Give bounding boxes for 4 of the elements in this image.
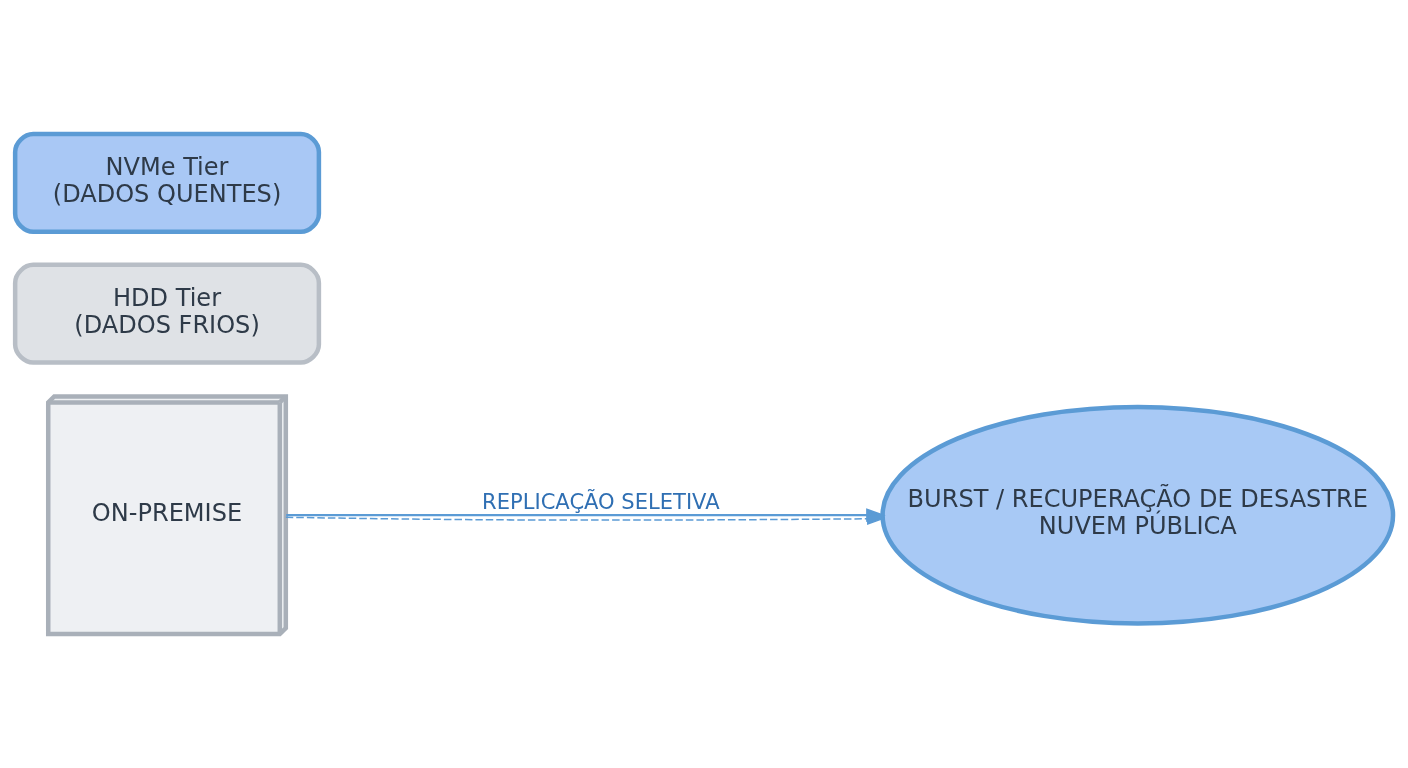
node-box: NVMe Tier (DADOS QUENTES) bbox=[12, 131, 322, 234]
node-box: HDD Tier (DADOS FRIOS) bbox=[12, 262, 322, 365]
node-ellipse: BURST / RECUPERAÇÃO DE DESASTRE NUVEM PÚBLICA bbox=[880, 404, 1396, 626]
edge-label: REPLICAÇÃO SELETIVA bbox=[482, 489, 720, 515]
